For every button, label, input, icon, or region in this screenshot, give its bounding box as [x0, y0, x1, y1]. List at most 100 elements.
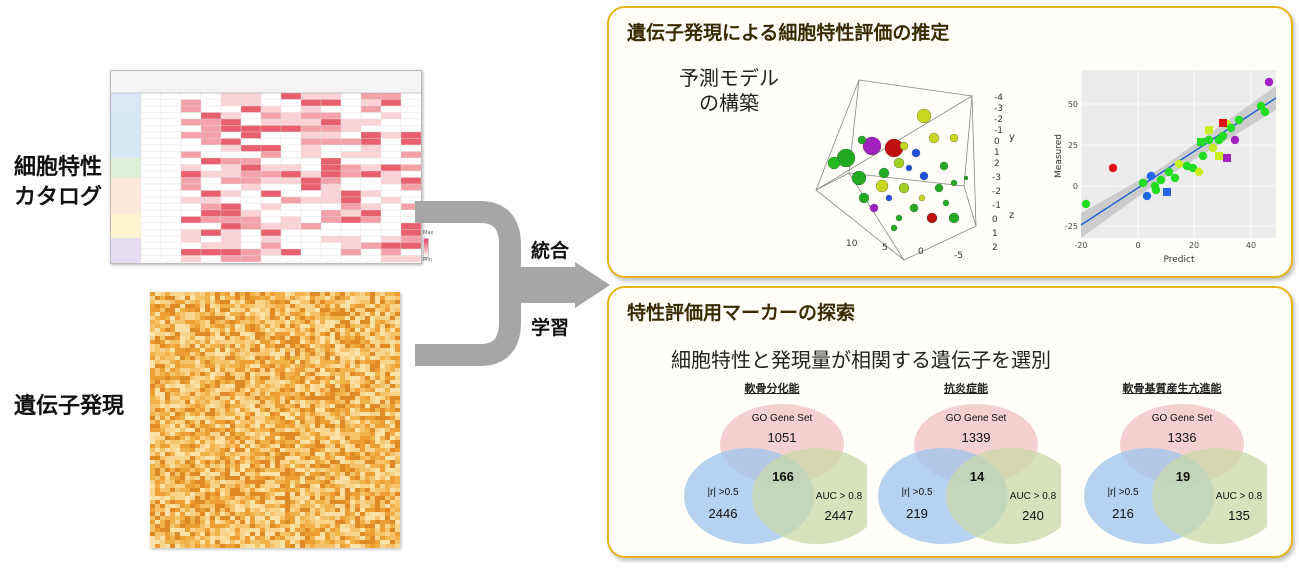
heatmap-cell — [245, 320, 250, 324]
heatmap-cell — [315, 332, 320, 336]
heatmap-cell — [205, 496, 210, 500]
heatmap-cell — [290, 308, 295, 312]
heatmap-cell — [220, 448, 225, 452]
heatmap-cell — [265, 508, 270, 512]
heatmap-cell — [330, 364, 335, 368]
heatmap-cell — [265, 380, 270, 384]
heatmap-cell — [160, 324, 165, 328]
heatmap-cell — [275, 544, 280, 548]
heatmap-cell — [360, 532, 365, 536]
heatmap-cell — [370, 524, 375, 528]
heatmap-cell — [390, 384, 395, 388]
heatmap-cell — [195, 464, 200, 468]
heatmap-cell — [210, 380, 215, 384]
heatmap-cell — [320, 372, 325, 376]
catalog-cell — [140, 177, 162, 185]
heatmap-cell — [230, 300, 235, 304]
heatmap-cell — [170, 300, 175, 304]
heatmap-cell — [365, 348, 370, 352]
heatmap-cell — [295, 464, 300, 468]
heatmap-cell — [285, 452, 290, 456]
heatmap-cell — [290, 508, 295, 512]
heatmap-cell — [290, 488, 295, 492]
heatmap-cell — [385, 432, 390, 436]
heatmap-cell — [260, 488, 265, 492]
heatmap-cell — [360, 360, 365, 364]
heatmap-cell — [195, 492, 200, 496]
heatmap-cell — [210, 456, 215, 460]
heatmap-cell — [330, 484, 335, 488]
heatmap-cell — [285, 332, 290, 336]
heatmap-cell — [385, 468, 390, 472]
heatmap-cell — [315, 508, 320, 512]
heatmap-cell — [260, 392, 265, 396]
heatmap-cell — [310, 356, 315, 360]
heatmap-cell — [215, 320, 220, 324]
heatmap-cell — [165, 428, 170, 432]
heatmap-cell — [375, 480, 380, 484]
heatmap-cell — [220, 480, 225, 484]
heatmap-cell — [210, 492, 215, 496]
heatmap-cell — [350, 436, 355, 440]
heatmap-cell — [250, 432, 255, 436]
heatmap-cell — [365, 520, 370, 524]
catalog-cell — [140, 112, 162, 120]
heatmap-cell — [150, 352, 155, 356]
heatmap-cell — [205, 344, 210, 348]
heatmap-cell — [255, 328, 260, 332]
heatmap-cell — [345, 316, 350, 320]
heatmap-cell — [270, 420, 275, 424]
heatmap-cell — [325, 340, 330, 344]
heatmap-cell — [250, 376, 255, 380]
heatmap-cell — [355, 348, 360, 352]
catalog-cell — [340, 138, 362, 146]
heatmap-cell — [190, 356, 195, 360]
heatmap-cell — [165, 392, 170, 396]
heatmap-cell — [225, 472, 230, 476]
heatmap-cell — [280, 536, 285, 540]
catalog-cell — [320, 131, 342, 139]
heatmap-cell — [380, 524, 385, 528]
heatmap-cell — [175, 480, 180, 484]
catalog-cell — [220, 164, 242, 172]
heatmap-cell — [285, 476, 290, 480]
heatmap-cell — [160, 372, 165, 376]
heatmap-cell — [390, 308, 395, 312]
heatmap-cell — [310, 460, 315, 464]
heatmap-cell — [215, 512, 220, 516]
heatmap-cell — [280, 396, 285, 400]
heatmap-cell — [180, 368, 185, 372]
heatmap-cell — [280, 432, 285, 436]
heatmap-cell — [235, 368, 240, 372]
heatmap-cell — [160, 296, 165, 300]
heatmap-cell — [155, 496, 160, 500]
heatmap-cell — [160, 320, 165, 324]
heatmap-cell — [220, 340, 225, 344]
heatmap-cell — [330, 436, 335, 440]
heatmap-cell — [335, 512, 340, 516]
heatmap-cell — [385, 380, 390, 384]
catalog-cell — [400, 131, 421, 139]
heatmap-cell — [245, 328, 250, 332]
heatmap-cell — [315, 464, 320, 468]
heatmap-cell — [230, 384, 235, 388]
heatmap-cell — [310, 520, 315, 524]
catalog-cell — [140, 157, 162, 165]
heatmap-cell — [150, 308, 155, 312]
heatmap-cell — [295, 308, 300, 312]
catalog-cell — [280, 235, 302, 243]
heatmap-cell — [340, 496, 345, 500]
heatmap-cell — [215, 392, 220, 396]
heatmap-cell — [335, 472, 340, 476]
heatmap-cell — [340, 312, 345, 316]
heatmap-cell — [195, 508, 200, 512]
plot-3d-y-tick: -4 — [994, 93, 1003, 103]
heatmap-cell — [315, 468, 320, 472]
heatmap-cell — [290, 464, 295, 468]
heatmap-cell — [230, 392, 235, 396]
heatmap-cell — [345, 476, 350, 480]
heatmap-cell — [160, 544, 165, 548]
heatmap-cell — [170, 464, 175, 468]
heatmap-cell — [260, 336, 265, 340]
catalog-cell — [340, 242, 362, 250]
